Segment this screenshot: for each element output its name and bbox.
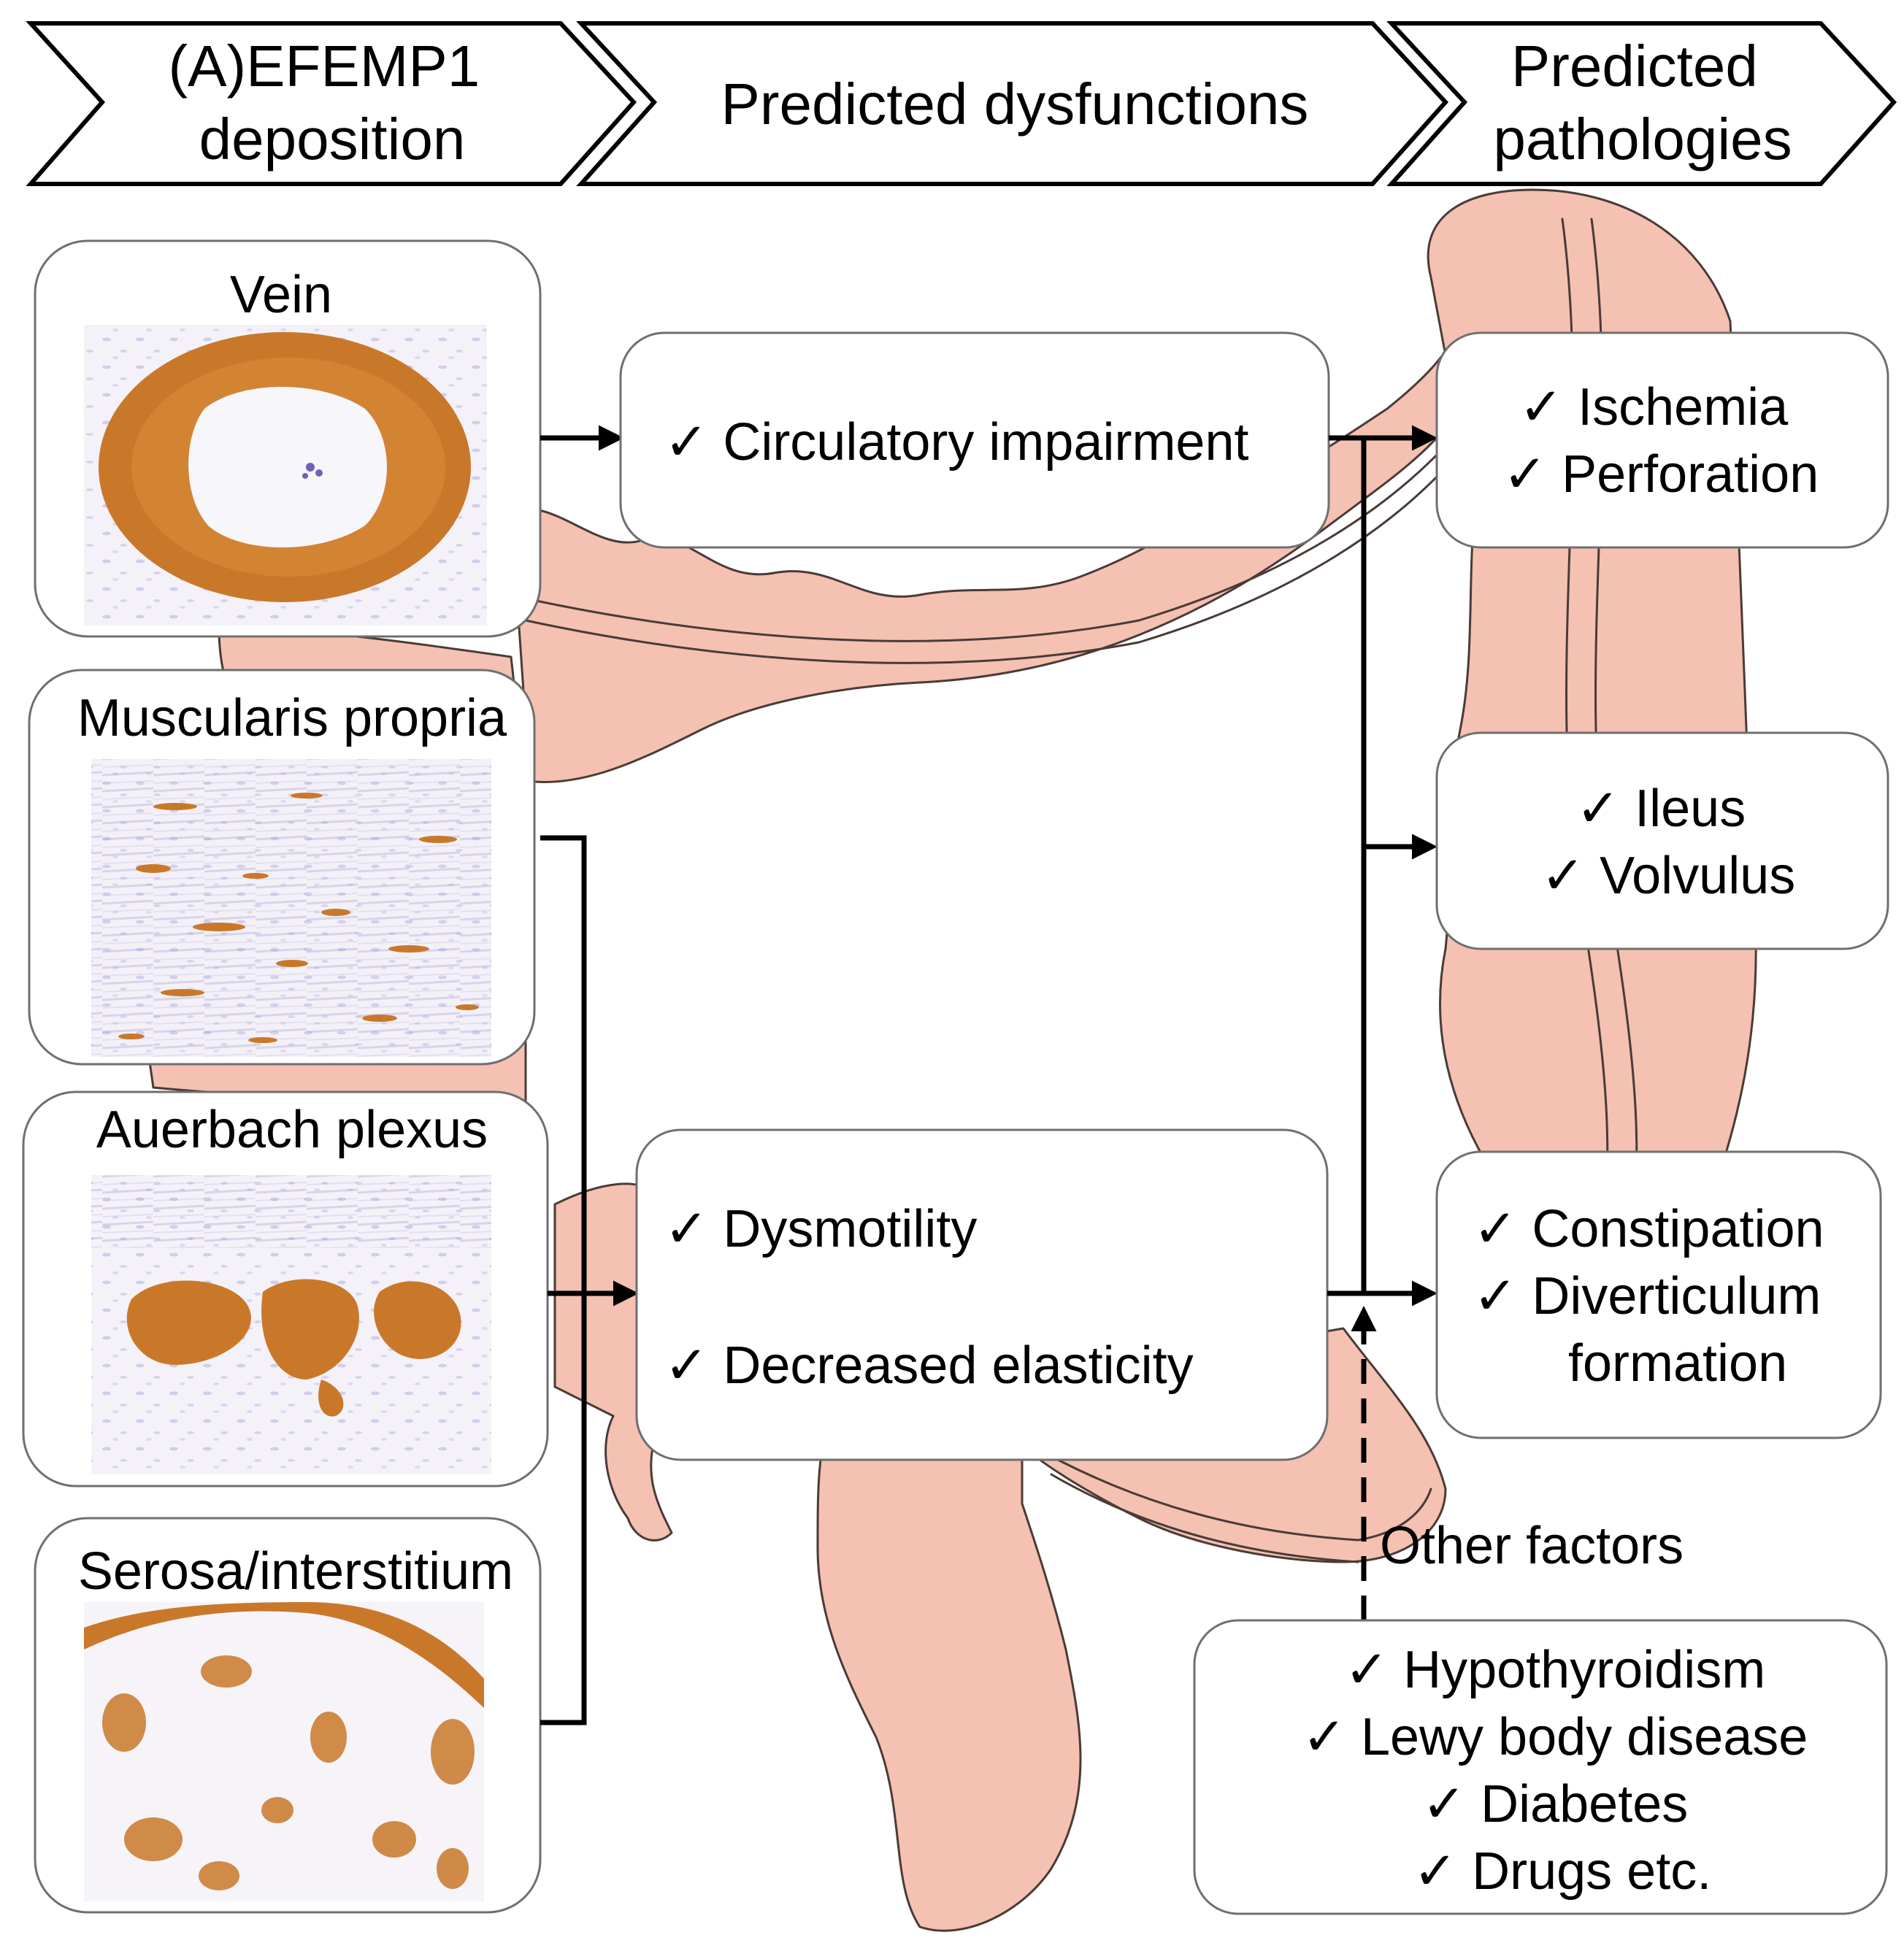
header-step-3-label: Predicted pathologies xyxy=(1493,34,1792,172)
pathology-ischemia-box: ✓ Ischemia ✓ Perforation xyxy=(1435,331,1889,549)
pathology-ischemia-text: ✓ Ischemia ✓ Perforation xyxy=(1503,378,1819,504)
vein-micrograph xyxy=(84,325,487,626)
dysfunction-motility-box: ✓ Dysmotility ✓ Decreased elasticity xyxy=(635,1128,1329,1461)
pathology-constipation-box: ✓ Constipation ✓ Diverticulum formation xyxy=(1435,1150,1882,1439)
serosa-micrograph xyxy=(84,1602,484,1901)
auerbach-micrograph xyxy=(91,1175,491,1474)
pathology-ileus-box: ✓ Ileus ✓ Volvulus xyxy=(1435,731,1889,950)
bracket-motility-sources xyxy=(540,835,587,1725)
panel-connectors xyxy=(540,425,639,1725)
panel-vein-label: Vein xyxy=(230,266,332,324)
header-step-2-label: Predicted dysfunctions xyxy=(721,72,1309,136)
other-factors-box: ✓ Hypothyroidism ✓ Lewy body disease ✓ D… xyxy=(1193,1619,1888,1915)
header-flow: (A)EFEMP1 deposition Predicted dysfuncti… xyxy=(26,21,1897,186)
panel-muscularis-label: Muscularis propria xyxy=(77,689,507,747)
panel-muscularis: Muscularis propria xyxy=(28,669,536,1066)
panel-auerbach: Auerbach plexus xyxy=(22,1090,549,1488)
pathology-ileus-text: ✓ Ileus ✓ Volvulus xyxy=(1541,780,1796,905)
other-factors-list: ✓ Hypothyroidism ✓ Lewy body disease ✓ D… xyxy=(1302,1641,1823,1901)
other-factors-title: Other factors xyxy=(1380,1517,1684,1575)
panel-auerbach-label: Auerbach plexus xyxy=(96,1101,488,1159)
header-step-1-label: (A)EFEMP1 deposition xyxy=(169,34,496,172)
panel-serosa: Serosa/interstitium xyxy=(34,1517,542,1914)
dysfunction-dysmotility: ✓ Dysmotility xyxy=(664,1200,977,1258)
dysfunction-circulatory-box: ✓ Circulatory impairment xyxy=(619,331,1330,549)
dysfunction-decreased-elasticity: ✓ Decreased elasticity xyxy=(664,1336,1194,1395)
header-step-2 xyxy=(576,21,1449,186)
pathology-constipation-text: ✓ Constipation ✓ Diverticulum formation xyxy=(1473,1200,1839,1393)
muscularis-micrograph xyxy=(91,759,491,1057)
panel-vein: Vein xyxy=(34,239,542,638)
pathology-connectors xyxy=(1327,425,1437,1620)
header-step-1 xyxy=(26,21,637,186)
dysfunction-circulatory-impairment: ✓ Circulatory impairment xyxy=(664,413,1249,472)
sigmoid-colon xyxy=(816,1327,1447,1932)
panel-serosa-label: Serosa/interstitium xyxy=(78,1542,513,1601)
header-step-3 xyxy=(1386,21,1897,186)
